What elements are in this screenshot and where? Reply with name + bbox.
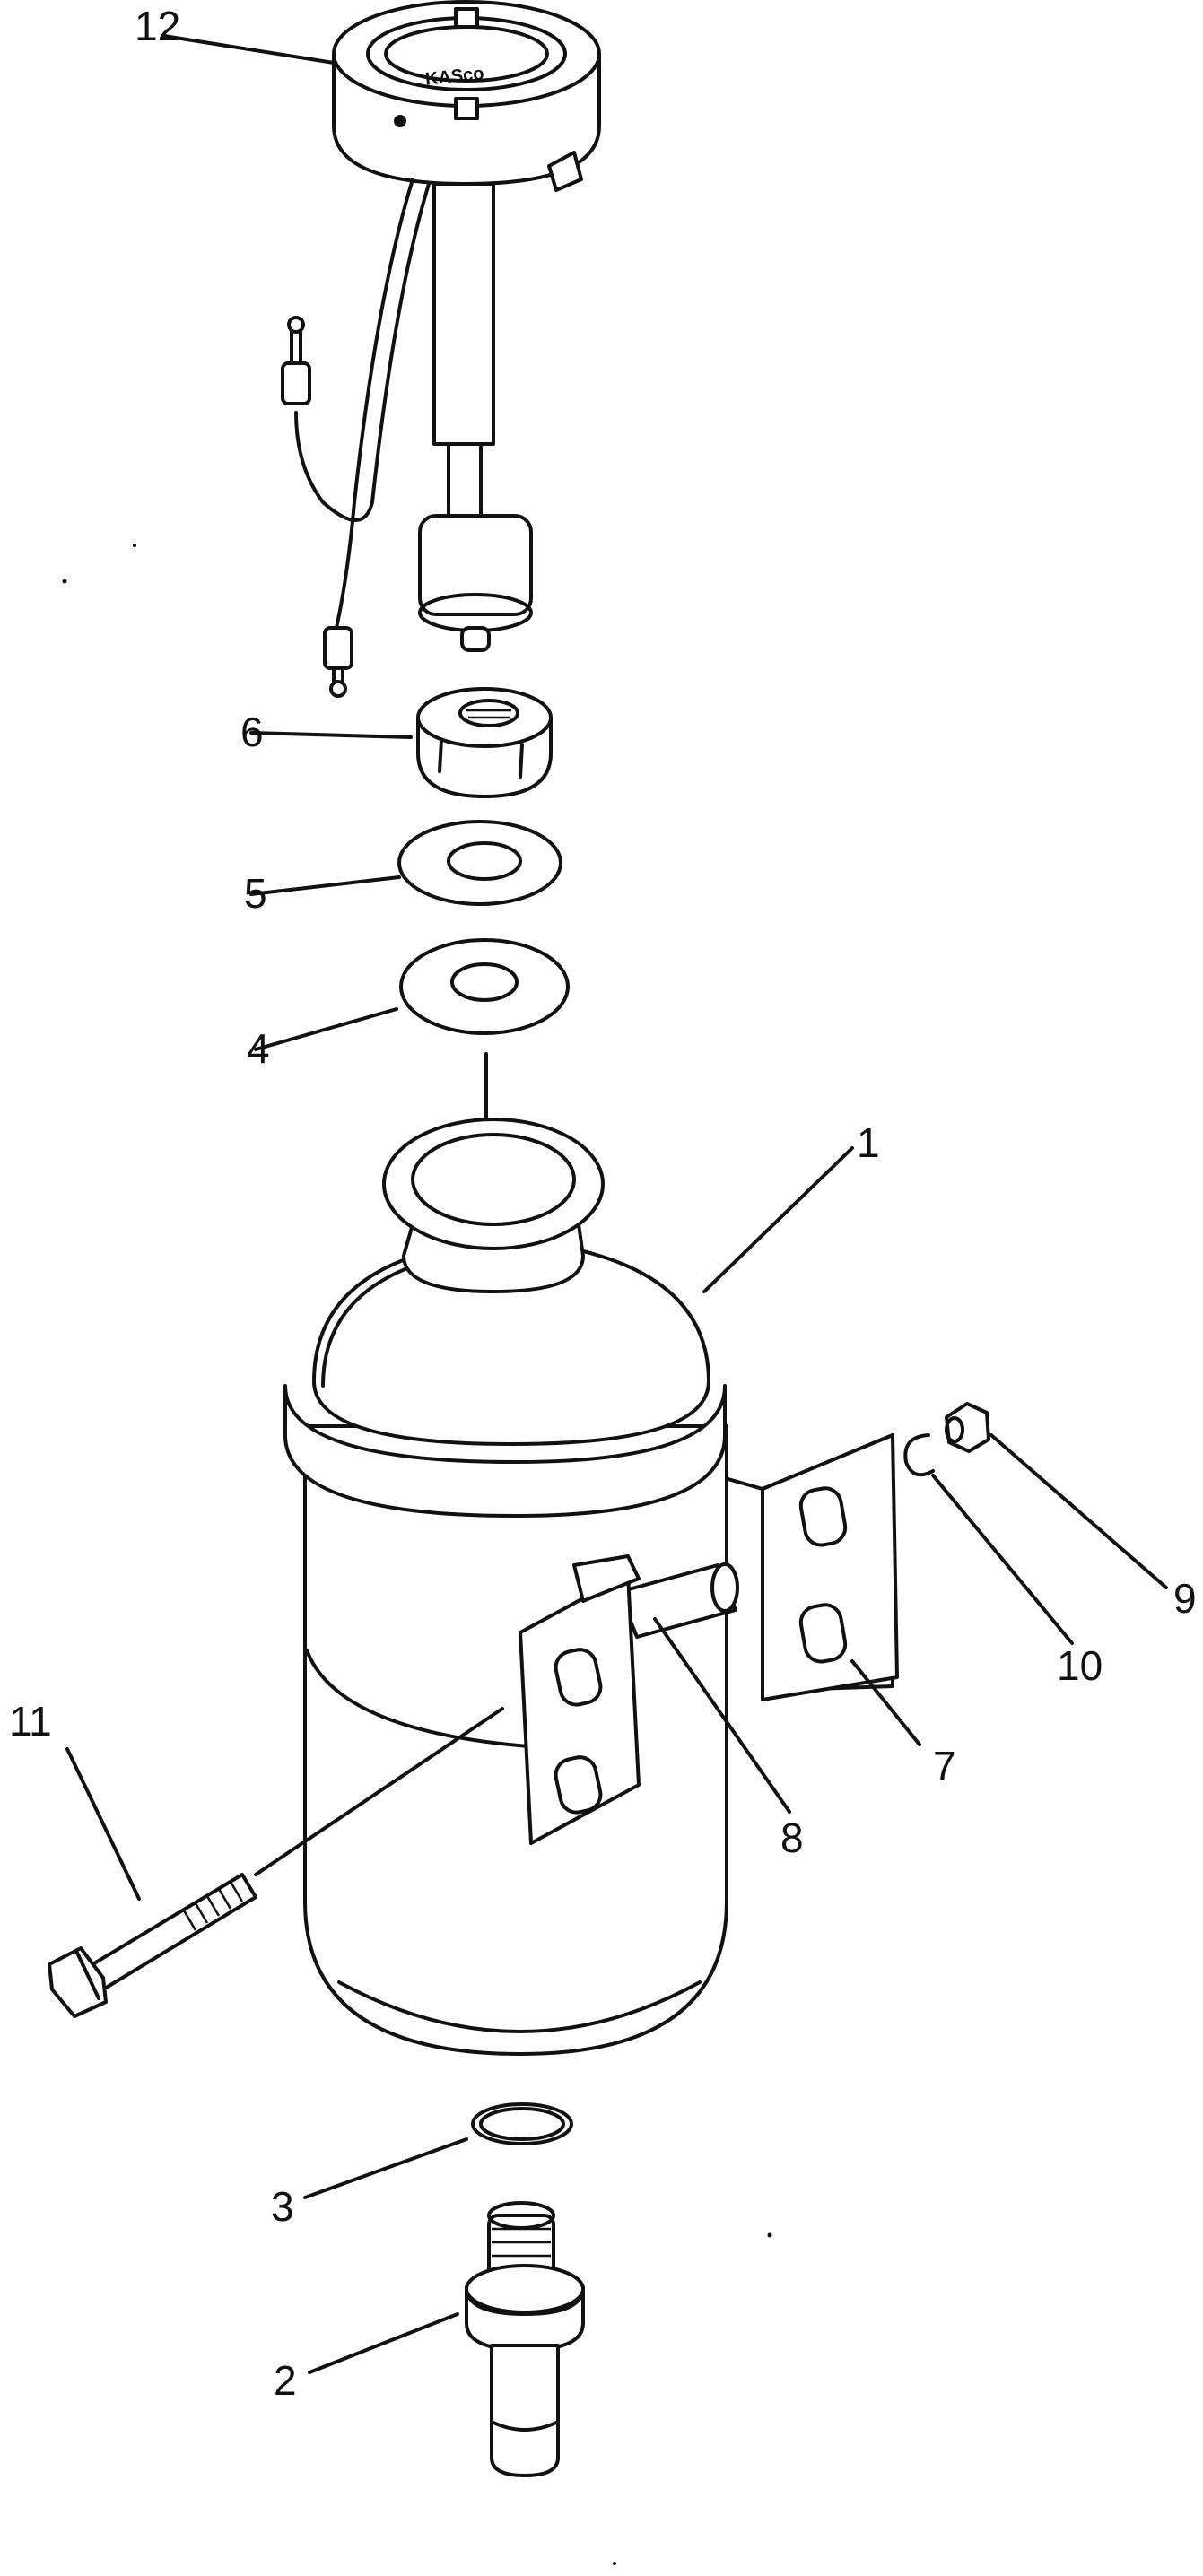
callout-8: 8 (780, 1815, 804, 1861)
callout-10: 10 (1057, 1642, 1103, 1689)
part-10-clip (903, 1433, 935, 1477)
part-5-washer (397, 820, 562, 906)
part-8-pin (617, 1562, 739, 1639)
callout-12: 12 (135, 3, 180, 49)
leader-lines (65, 34, 1168, 2374)
part-2-fitting (465, 2201, 585, 2477)
part-3-o-ring (471, 2102, 573, 2145)
callout-3: 3 (271, 2183, 294, 2230)
part-12-fuel-sender: KASco (281, 0, 601, 698)
callout-4: 4 (247, 1025, 270, 1072)
callout-labels: 12 6 5 4 1 8 7 9 10 11 3 2 (9, 3, 1197, 2404)
callout-5: 5 (244, 870, 267, 917)
part-7-bracket (699, 1433, 899, 1701)
scan-specks (62, 544, 772, 2565)
front-bracket (519, 1554, 641, 1845)
callout-11: 11 (9, 1698, 52, 1745)
callout-6: 6 (240, 709, 264, 755)
part-6-nut (416, 687, 553, 798)
callout-9: 9 (1173, 1575, 1197, 1622)
part-11-bolt (48, 1707, 504, 2018)
part-9-nut (945, 1402, 990, 1453)
callout-1: 1 (857, 1119, 880, 1166)
callout-7: 7 (933, 1743, 956, 1789)
callout-2: 2 (274, 2357, 297, 2404)
part-4-gasket (399, 938, 570, 1121)
